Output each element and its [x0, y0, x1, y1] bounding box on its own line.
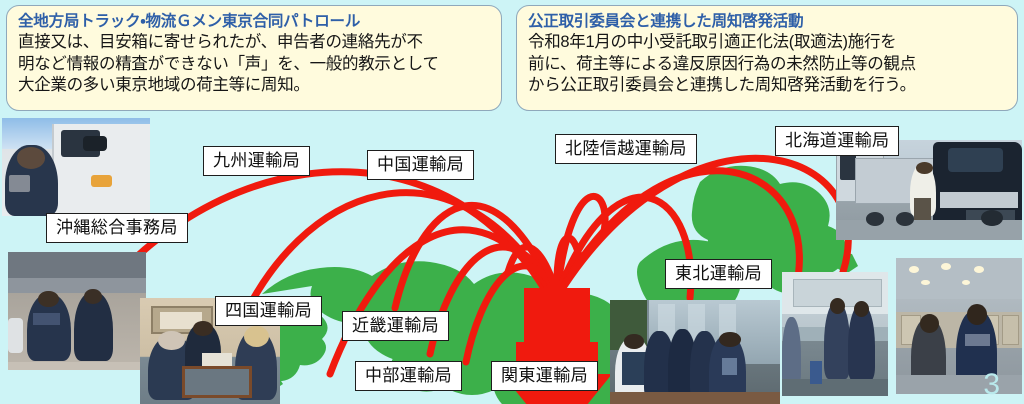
bureau-label-kanto-text: 関東運輸局	[501, 366, 588, 385]
photo-truck-inspection-okinawa	[2, 118, 150, 216]
bureau-label-hokkaido[interactable]: 北海道運輸局	[775, 126, 900, 156]
bureau-label-chubu-text: 中部運輸局	[365, 366, 452, 385]
callout-left-title: 全地方局トラック・物流Ｇメン東京合同パトロール	[18, 13, 361, 30]
photo-counter-consultation	[782, 272, 888, 396]
bureau-label-kinki[interactable]: 近畿運輸局	[342, 311, 449, 341]
bureau-label-hokuriku[interactable]: 北陸信越運輸局	[555, 134, 697, 164]
bureau-label-tohoku[interactable]: 東北運輸局	[665, 259, 772, 289]
page-number: 3	[983, 368, 1000, 401]
callout-right-title: 公正取引委員会と連携した周知啓発活動	[528, 13, 804, 30]
bureau-label-kyushu[interactable]: 九州運輸局	[203, 146, 310, 176]
photo-warehouse-interior	[896, 258, 1022, 394]
callout-right-body-line-1: 令和8年1月の中小受託取引適正化法(取適法)施行を	[528, 33, 897, 51]
bureau-label-okinawa[interactable]: 沖縄総合事務局	[46, 213, 188, 243]
photo-two-inspectors-walking	[8, 252, 146, 370]
callout-left-body-line-3: 大企業の多い東京地域の荷主等に周知。	[18, 76, 310, 94]
japan-map-area: 沖縄総合事務局 九州運輸局 中国運輸局 北陸信越運輸局 北海道運輸局 東北運輸局…	[0, 112, 1024, 404]
bureau-label-hokuriku-text: 北陸信越運輸局	[565, 139, 687, 158]
callout-box-right: 公正取引委員会と連携した周知啓発活動 令和8年1月の中小受託取引適正化法(取適法…	[516, 5, 1018, 111]
callout-right-body-line-3: から公正取引委員会と連携した周知啓発活動を行う。	[528, 76, 916, 94]
callout-right-body-line-2: 前に、荷主等による違反原因行為の未然防止等の観点	[528, 54, 916, 73]
bureau-label-chubu[interactable]: 中部運輸局	[355, 361, 462, 391]
photo-truck-loading-dark	[836, 140, 1022, 240]
bureau-label-tohoku-text: 東北運輸局	[675, 264, 762, 283]
photo-group-walking-entrance	[610, 300, 780, 404]
bureau-label-kinki-text: 近畿運輸局	[352, 316, 439, 335]
callout-left-body: 直接又は、目安箱に寄せられたが、申告者の連絡先が不 明など情報の精査ができない「…	[18, 32, 492, 97]
bureau-label-shikoku[interactable]: 四国運輸局	[215, 296, 322, 326]
bureau-label-okinawa-text: 沖縄総合事務局	[56, 218, 178, 237]
bureau-label-shikoku-text: 四国運輸局	[225, 301, 312, 320]
bureau-label-kanto[interactable]: 関東運輸局	[491, 361, 598, 391]
bureau-label-hokkaido-text: 北海道運輸局	[785, 131, 890, 150]
bureau-label-kyushu-text: 九州運輸局	[213, 151, 300, 170]
callout-left-body-line-2: 明など情報の精査ができない「声」を、一般的教示として	[18, 54, 439, 73]
callout-right-body: 令和8年1月の中小受託取引適正化法(取適法)施行を 前に、荷主等による違反原因行…	[528, 32, 1008, 97]
bureau-label-chugoku-text: 中国運輸局	[377, 155, 464, 174]
callout-left-body-line-1: 直接又は、目安箱に寄せられたが、申告者の連絡先が不	[18, 33, 423, 51]
callout-box-left: 全地方局トラック・物流Ｇメン東京合同パトロール 直接又は、目安箱に寄せられたが、…	[6, 5, 502, 111]
bureau-label-chugoku[interactable]: 中国運輸局	[367, 150, 474, 180]
